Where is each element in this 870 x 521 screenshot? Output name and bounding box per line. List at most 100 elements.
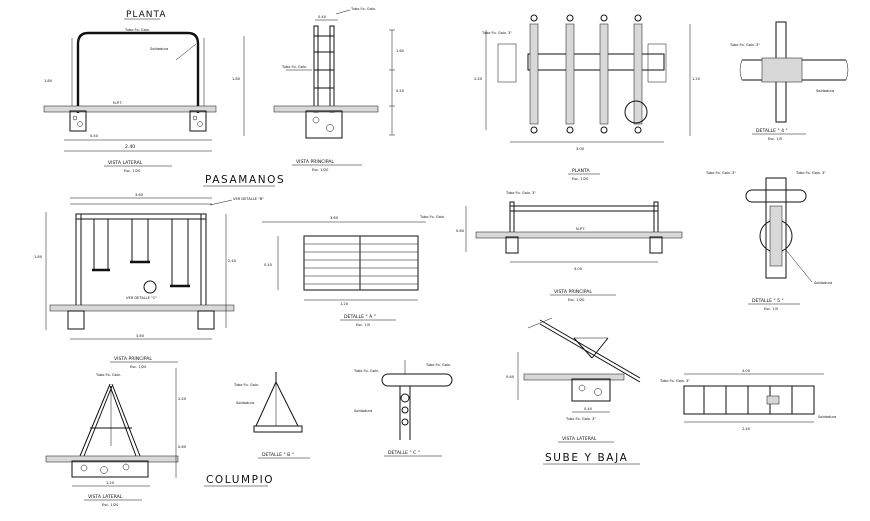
dim-label: 2.40: [178, 397, 187, 401]
tubo-label: Tubo Fo. Galv.: [350, 7, 376, 11]
footing: [649, 236, 663, 254]
ground-hatch: [475, 231, 683, 239]
footing: [69, 110, 87, 132]
sube-baja-vista-principal-title: VISTA PRINCIPAL: [554, 289, 592, 295]
scale-label: Esc. 1/5: [764, 307, 778, 311]
columpio-detalle-a-title: DETALLE " A ": [344, 314, 376, 320]
dim-label: 1.80: [44, 79, 53, 83]
section-title-pasamanos: PASAMANOS: [205, 174, 285, 186]
dim-label: 0.40: [584, 407, 593, 411]
columpio-detalle-a: 3.60 0.45 1.20 Tubo Fo. Galv. DETALLE " …: [262, 215, 445, 327]
pasamanos-nivel-label: N.P.T.: [113, 101, 123, 105]
seesaw-beam: [509, 205, 659, 212]
scale-label: Esc. 1/5: [356, 323, 370, 327]
tubo-label: Tubo Fo. Galv. 3": [481, 31, 512, 35]
columpio-vista-lateral: Tubo Fo. Galv. 2.40 0.60 1.20 VISTA LATE…: [45, 368, 187, 507]
tubo-label: Soldadura: [236, 401, 254, 405]
ground-hatch: [43, 105, 217, 113]
sube-baja-vista-lateral: 0.60 0.40 Tubo Fo. Galv. 3" VISTA LATERA…: [506, 317, 641, 443]
pasamanos-planta-title: PLANTA: [126, 10, 167, 20]
seesaw-board: [539, 319, 641, 379]
sube-baja-planta: Tubo Fo. Galv. 3" 3.00 1.20 2.40 PLANTA …: [474, 14, 701, 181]
dim-label: 3.00: [576, 147, 585, 151]
dim-label: 3.60: [136, 334, 145, 338]
sube-baja-detalle-4: Tubo Fo. Galv. 3" Soldadura DETALLE " 4 …: [729, 21, 849, 141]
pasamanos-vista-principal: 0.40 Tubo Fo. Galv. Tubo Fo. Galv. 1.60 …: [232, 7, 405, 172]
sube-baja-vista-lateral-title: VISTA LATERAL: [562, 436, 597, 442]
dim-label: 1.20: [340, 302, 349, 306]
tubo-label: Tubo Fo. Galv.: [95, 373, 121, 377]
pasamanos-vista-lateral: PLANTA Soldadura Tubo Fo. Galv. N.P.T. 2…: [43, 10, 217, 173]
pasamanos-vista-principal-title: VISTA PRINCIPAL: [296, 159, 334, 165]
seesaw-beam: [527, 53, 665, 71]
footing: [189, 110, 207, 132]
footing: [197, 310, 215, 330]
dim-label: 1.80: [232, 77, 241, 81]
columpio-vista-principal: 3.60 VER DETALLE "B" VER DETALLE "C" 2.4…: [34, 193, 264, 369]
dim-label: 2.40: [228, 259, 237, 263]
columpio-detalle-b: Tubo Fo. Galv. Soldadura DETALLE " B ": [233, 372, 310, 459]
scale-label: Esc. 1/20: [568, 298, 585, 302]
columpio-vista-principal-title: VISTA PRINCIPAL: [114, 356, 152, 362]
columpio-vista-lateral-title: VISTA LATERAL: [88, 494, 123, 500]
pasamanos-soldadura-label: Soldadura: [150, 47, 168, 51]
ground-hatch: [273, 105, 379, 113]
tubo-label: Soldadura: [818, 415, 836, 419]
ground-hatch: [49, 304, 235, 312]
footing: [571, 378, 611, 402]
scale-label: Esc. 1/20: [130, 365, 147, 369]
swing-seat: [303, 235, 419, 291]
scale-label: Esc. 1/20: [572, 177, 589, 181]
dim-label: 0.60: [456, 229, 465, 233]
dim-label: 1.80: [34, 255, 43, 259]
footing: [305, 110, 343, 139]
nivel-label: N.P.T.: [576, 227, 586, 231]
scale-label: Esc. 1/20: [312, 168, 329, 172]
tubo-label: Tubo Fo. Galv.: [353, 369, 379, 373]
dim-label: 2.40: [742, 427, 751, 431]
ver-detalle-c: VER DETALLE "C": [126, 296, 157, 300]
sube-baja-detalle-4-title: DETALLE " 4 ": [756, 128, 788, 134]
dim-label: 0.45: [264, 263, 272, 267]
detail-callout: [143, 280, 157, 294]
scale-label: Esc. 1/20: [102, 503, 119, 507]
columpio-detalle-c: Tubo Fo. Galv. Soldadura Tubo Fo. Galv. …: [353, 360, 453, 457]
dim-label: 3.00: [574, 267, 583, 271]
tubo-label: Soldadura: [814, 281, 832, 285]
tubo-label: Tubo Fo. Galv. 3": [795, 171, 826, 175]
sube-baja-vista-principal: N.P.T. Tubo Fo. Galv. 3" 3.00 0.60 VISTA…: [456, 191, 683, 302]
tubo-label: Soldadura: [354, 409, 372, 413]
tubo-label: Tubo Fo. Galv.: [419, 215, 445, 219]
footing: [71, 460, 149, 478]
dim-label: 3.60: [135, 193, 144, 197]
seat-plan: [683, 385, 815, 415]
tubo-label: Tubo Fo. Galv.: [425, 363, 451, 367]
columpio-detalle-c-title: DETALLE " C ": [388, 450, 420, 456]
dim-label: 2.40: [125, 144, 135, 150]
sube-baja-planta-asiento: 3.00 Tubo Fo. Galv. 3" Soldadura 2.40: [659, 369, 836, 431]
dim-label: 2.40: [474, 77, 483, 81]
dim-label: 0.40: [318, 15, 327, 19]
dim-label: 0.40: [90, 134, 99, 138]
section-title-columpio: COLUMPIO: [206, 474, 274, 486]
ground-hatch: [523, 373, 625, 381]
tubo-label: Tubo Fo. Galv.: [281, 65, 307, 69]
dim-label: 1.20: [106, 481, 115, 485]
tubo-label: Soldadura: [816, 89, 834, 93]
tubo-label: Tubo Fo. Galv. 3": [705, 171, 736, 175]
scale-label: Esc. 1/5: [768, 137, 782, 141]
columpio-detalle-b-title: DETALLE " B ": [262, 452, 294, 458]
ground-hatch: [45, 455, 179, 463]
dim-label: 0.60: [506, 375, 515, 379]
scale-label: Esc. 1/20: [124, 169, 141, 173]
pasamanos-tubo-label: Tubo Fo. Galv.: [124, 28, 150, 32]
sube-baja-detalle-5: Tubo Fo. Galv. 3" Tubo Fo. Galv. 3" Sold…: [705, 171, 832, 311]
tubo-label: Tubo Fo. Galv.: [233, 383, 259, 387]
dim-label: 1.20: [692, 77, 701, 81]
tubo-label: Tubo Fo. Galv. 3": [565, 417, 596, 421]
pasamanos-vista-lateral-title: VISTA LATERAL: [108, 160, 143, 166]
tubo-label: Tubo Fo. Galv. 3": [729, 43, 760, 47]
sube-baja-detalle-5-title: DETALLE " 5 ": [752, 298, 784, 304]
sube-baja-planta-title: PLANTA: [572, 168, 590, 174]
